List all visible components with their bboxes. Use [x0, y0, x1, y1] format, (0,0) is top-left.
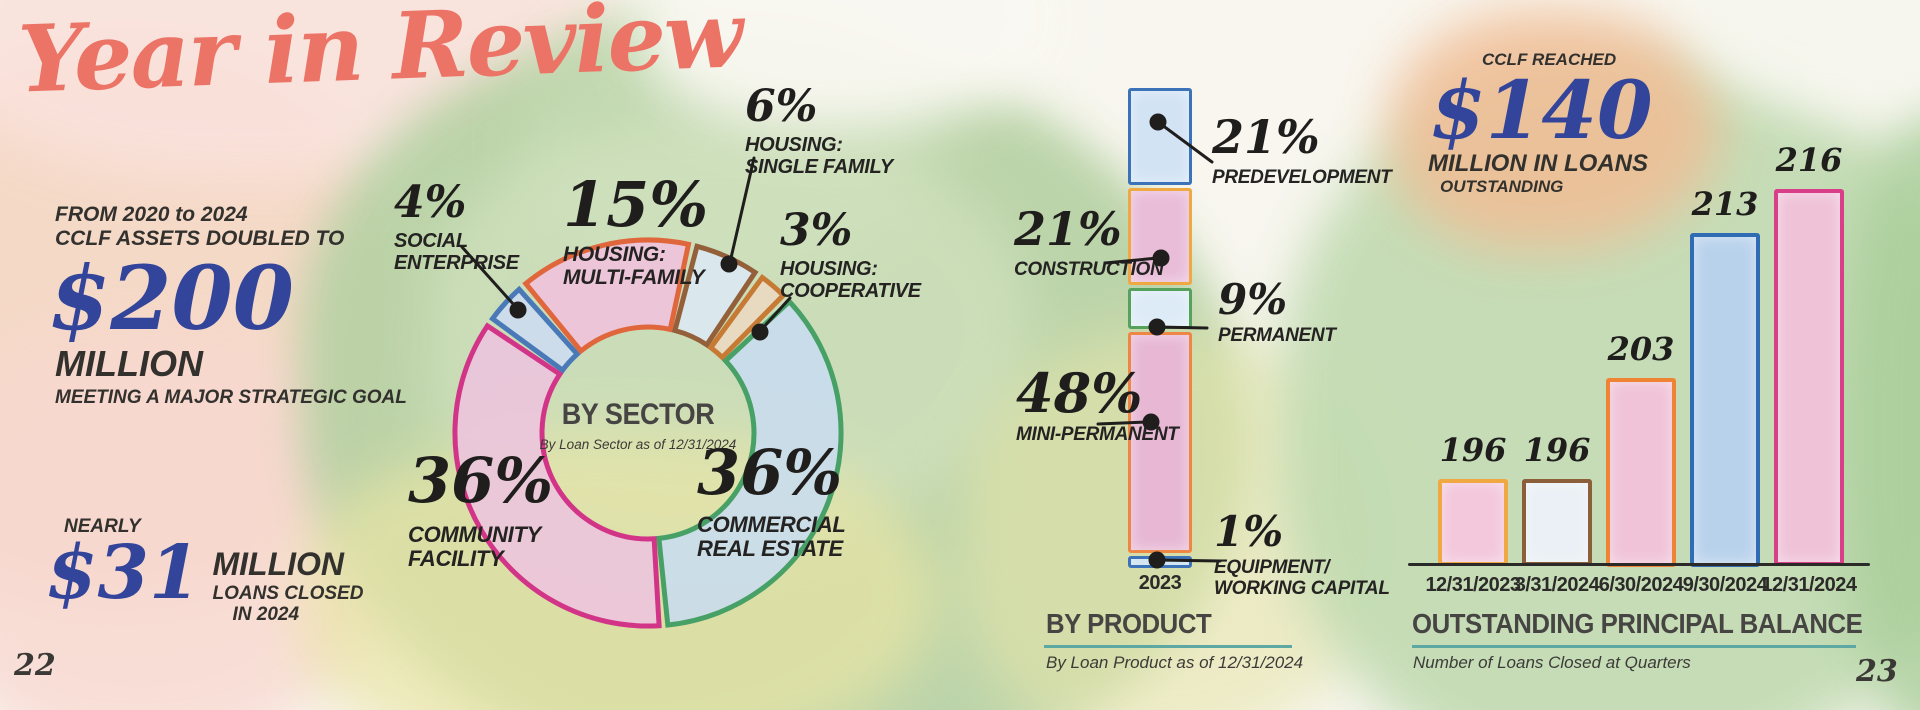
product-chart-title: BY PRODUCT — [1046, 608, 1212, 639]
product-name-line: MINI-PERMANENT — [1016, 424, 1179, 446]
sector-pct: 15% — [563, 168, 709, 241]
product-name-line: PERMANENT — [1218, 324, 1336, 346]
product-label-mini-permanent: 48% MINI-PERMANENT — [1016, 361, 1179, 446]
sector-slice-3 — [707, 274, 787, 361]
sector-name-line: SINGLE FAMILY — [745, 155, 893, 178]
principal-bar-value-0: 196 — [1439, 431, 1507, 469]
sector-chart-title-block: BY SECTOR By Loan Sector as of 12/31/202… — [528, 398, 748, 452]
principal-bar-1 — [1522, 479, 1592, 566]
product-chart-subtitle: By Loan Product as of 12/31/2024 — [1046, 653, 1304, 672]
stat-closed-amount: $31 — [46, 529, 201, 616]
principal-bar-category-2: 6/30/2024 — [1598, 574, 1684, 596]
stat-closed: NEARLY $31 MILLION LOANS CLOSED IN 2024 — [46, 516, 363, 626]
stat-outstanding-amount: $140 — [1430, 62, 1653, 157]
stat-assets-note: MEETING A MAJOR STRATEGIC GOAL — [55, 387, 407, 409]
product-label-construction: 21% CONSTRUCTION — [1014, 202, 1164, 281]
stat-outstanding-line2: MILLION IN LOANS — [1428, 149, 1648, 177]
product-pct: 9% — [1218, 275, 1288, 324]
principal-bar-category-1: 3/31/2024 — [1514, 574, 1600, 596]
sector-name-line: FACILITY — [408, 546, 504, 572]
principal-bar-value-2: 203 — [1607, 330, 1675, 368]
product-pct: 48% — [1016, 361, 1143, 425]
stat-closed-line2: LOANS CLOSED — [212, 582, 364, 604]
stat-closed-line3: IN 2024 — [232, 604, 300, 626]
sector-label-cooperative: 3% HOUSING: COOPERATIVE — [780, 205, 921, 302]
sector-name-line: HOUSING: — [563, 242, 666, 266]
sector-pct: 4% — [394, 177, 467, 228]
sector-name-line: HOUSING: — [780, 257, 878, 280]
stat-outstanding: CCLF REACHED $140 MILLION IN LOANS OUTST… — [1428, 50, 1653, 197]
principal-bar-0 — [1438, 479, 1508, 566]
product-label-permanent: 9% PERMANENT — [1218, 275, 1336, 347]
product-segment-2 — [1128, 288, 1192, 329]
principal-title-underline — [1412, 645, 1856, 648]
product-name-line: CONSTRUCTION — [1014, 258, 1164, 280]
sector-label-multi-family: 15% HOUSING: MULTI-FAMILY — [563, 168, 709, 289]
product-title-underline — [1044, 645, 1292, 648]
product-stacked-bar — [1128, 88, 1192, 568]
stat-assets-unit: MILLION — [55, 342, 203, 384]
sector-name-line: COMMUNITY — [408, 521, 541, 547]
stat-closed-qualifier: NEARLY — [64, 516, 141, 537]
product-bar-year: 2023 — [1138, 572, 1182, 594]
principal-bar-value-1: 196 — [1523, 431, 1591, 469]
page-title: Year in Review — [16, 0, 743, 114]
sector-name-line: MULTI-FAMILY — [563, 265, 705, 289]
sector-label-social-enterprise: 4% SOCIAL ENTERPRISE — [394, 177, 519, 274]
principal-bar-2 — [1606, 378, 1676, 567]
product-pct: 1% — [1214, 507, 1284, 556]
principal-bar-category-3: 9/30/2024 — [1682, 574, 1768, 596]
sector-pct: 36% — [697, 436, 843, 509]
product-segment-4 — [1128, 556, 1192, 568]
sector-name-line: SOCIAL — [394, 229, 468, 252]
wash-white-topright — [1700, 0, 1920, 110]
product-segment-1 — [1128, 188, 1192, 285]
stat-assets: FROM 2020 to 2024 CCLF ASSETS DOUBLED TO… — [49, 203, 407, 409]
stat-assets-amount: $200 — [49, 246, 294, 351]
sector-slice-0 — [489, 285, 581, 374]
product-label-predevelopment: 21% PREDEVELOPMENT — [1212, 110, 1392, 189]
principal-bar-value-3: 213 — [1691, 185, 1759, 223]
sector-label-commercial-real-estate: 36% COMMERCIAL REAL ESTATE — [697, 436, 846, 562]
sector-pct: 36% — [408, 444, 554, 517]
sector-name-line: COOPERATIVE — [780, 279, 921, 302]
product-name-line: EQUIPMENT/ — [1214, 556, 1330, 578]
stat-closed-unit: MILLION — [212, 545, 344, 582]
product-label-equipment: 1% EQUIPMENT/ WORKING CAPITAL — [1214, 507, 1390, 600]
page-number-right: 23 — [1856, 654, 1898, 689]
sector-name-line: HOUSING: — [745, 133, 843, 156]
sector-name-line: REAL ESTATE — [697, 536, 843, 562]
product-pct: 21% — [1014, 202, 1122, 256]
principal-bar-4 — [1774, 189, 1844, 566]
product-pct: 21% — [1212, 110, 1320, 164]
sector-pct: 3% — [780, 205, 853, 256]
sector-chart-title: BY SECTOR — [561, 398, 715, 431]
sector-label-single-family: 6% HOUSING: SINGLE FAMILY — [745, 81, 893, 178]
product-segment-0 — [1128, 88, 1192, 185]
leader-cooperative — [760, 296, 792, 331]
sector-name-line: COMMERCIAL — [697, 511, 846, 537]
principal-axis-line — [1408, 563, 1870, 566]
principal-bar-3 — [1690, 233, 1760, 567]
principal-bar-category-4: 12/31/2024 — [1761, 574, 1857, 596]
page-number-left: 22 — [14, 648, 56, 683]
stat-assets-line2: CCLF ASSETS DOUBLED TO — [55, 227, 345, 251]
product-name-line: WORKING CAPITAL — [1214, 577, 1390, 599]
principal-bar-category-0: 12/31/2023 — [1425, 574, 1521, 596]
principal-chart-subtitle: Number of Loans Closed at Quarters — [1413, 653, 1691, 672]
sector-pct: 6% — [745, 81, 818, 132]
principal-bar-value-4: 216 — [1775, 141, 1843, 179]
sector-chart-subtitle: By Loan Sector as of 12/31/2024 — [539, 437, 737, 452]
stat-outstanding-line3: OUTSTANDING — [1440, 177, 1564, 197]
sector-name-line: ENTERPRISE — [394, 251, 519, 274]
stat-assets-line1: FROM 2020 to 2024 — [55, 203, 248, 226]
sector-label-community-facility: 36% COMMUNITY FACILITY — [408, 444, 554, 572]
stat-outstanding-line1: CCLF REACHED — [1482, 50, 1617, 69]
product-name-line: PREDEVELOPMENT — [1212, 166, 1392, 188]
principal-chart-title: OUTSTANDING PRINCIPAL BALANCE — [1412, 608, 1863, 639]
